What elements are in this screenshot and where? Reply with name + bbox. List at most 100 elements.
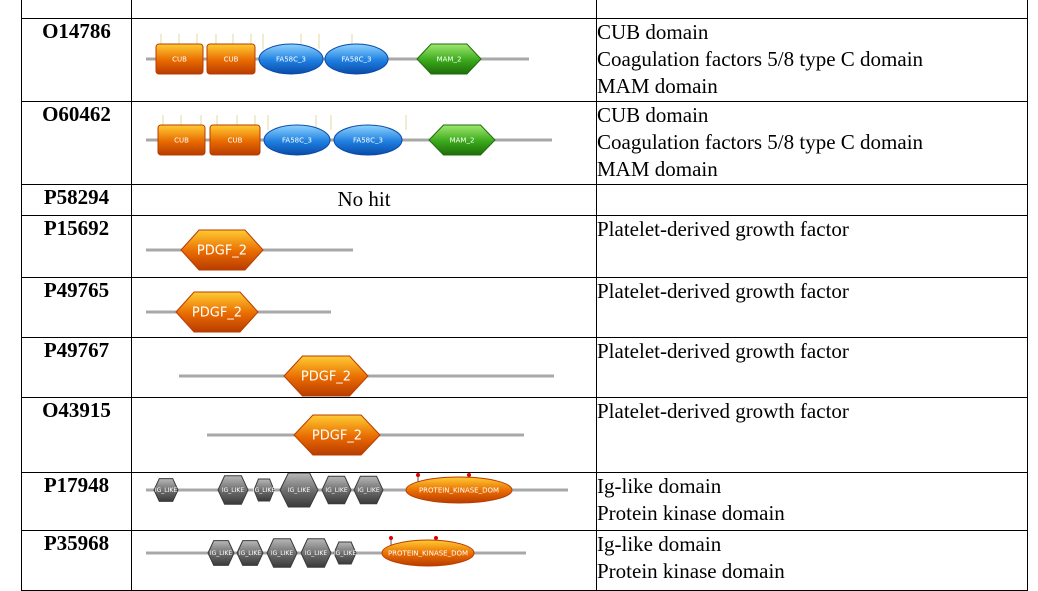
domain-label: IG_LIKE [222,487,244,494]
domain-diagram: PDGF_2 [146,229,353,271]
domain-label: PDGF_2 [192,306,242,321]
description-line: CUB domain [597,20,709,44]
domain-shape: CUB [155,43,204,75]
domain-description [596,184,1028,216]
domain-diagram: PDGF_2 [179,355,554,397]
domain-shape: IG_LIKE [253,478,275,502]
domain-shape: FA58C_3 [263,124,331,156]
domain-shape: PROTEIN_KINASE_DOM [381,539,475,567]
protein-id: P15692 [21,215,132,278]
domain-label: CUB [224,55,239,63]
protein-id: P49765 [21,277,132,338]
domain-shape: PDGF_2 [180,229,264,271]
domain-label: FA58C_3 [353,136,383,144]
domain-shape: IG_LIKE [217,475,249,505]
table-row: P49765 PDGF_2 Platelet-derived growth fact… [21,277,1028,338]
header-stub-cell [21,0,132,19]
domain-label: MAM_2 [450,136,475,144]
no-hit-label: No hit [337,187,391,211]
domain-shape: MAM_2 [416,43,482,75]
description-line: Platelet-derived growth factor [597,279,849,303]
domain-shape: IG_LIKE [333,541,357,565]
domain-shape: CUB [157,124,206,156]
description-line: Coagulation factors 5/8 type C domain [597,130,924,154]
domain-architecture: CUB CUB FA58C_3 FA58C_3 MAM_2 [131,18,597,102]
domain-diagram: CUB CUB FA58C_3 FA58C_3 MAM_2 [146,34,529,75]
domain-diagram: CUB CUB FA58C_3 FA58C_3 MAM_2 [146,115,552,156]
domain-label: IG_LIKE [288,487,310,494]
description-line: Protein kinase domain [597,501,785,525]
description-line: Platelet-derived growth factor [597,399,849,423]
domain-shape: PDGF_2 [293,414,381,456]
protein-id: P17948 [21,472,132,531]
description-line: Platelet-derived growth factor [597,339,849,363]
table-row: O60462 CUB CUB FA58C_3 FA58C_3 MAM_2 CUB domai… [21,101,1028,185]
domain-label: PDGF_2 [301,370,351,385]
domain-label: IG_LIKE [155,487,177,494]
protein-id: O60462 [21,101,132,185]
description-line: Ig-like domain [597,474,722,498]
header-stub-cell [596,0,1028,19]
domain-label: IG_LIKE [210,550,232,557]
protein-id: O14786 [21,18,132,102]
domain-architecture: PDGF_2 [131,397,597,473]
domain-description: Platelet-derived growth factor [596,397,1028,473]
protein-id: P35968 [21,530,132,591]
domain-label: PROTEIN_KINASE_DOM [419,486,499,494]
domain-label: IG_LIKE [357,487,379,494]
table-row: P15692 PDGF_2 Platelet-derived growth fact… [21,215,1028,278]
domain-label: FA58C_3 [276,55,306,63]
table-row: O14786 CUB CUB FA58C_3 FA58C_3 MAM_2 CUB domai… [21,18,1028,102]
domain-label: MAM_2 [437,55,462,63]
domain-architecture: PDGF_2 [131,215,597,278]
description-line: Coagulation factors 5/8 type C domain [597,47,924,71]
domain-shape: CUB [209,124,261,156]
description-line: Platelet-derived growth factor [597,217,849,241]
domain-description: Platelet-derived growth factor [596,277,1028,338]
domain-architecture: No hit [131,184,597,216]
domain-shape: IG_LIKE [321,475,352,505]
domain-shape: IG_LIKE [300,538,332,568]
domain-shape: IG_LIKE [207,540,235,566]
domain-shape: IG_LIKE [353,475,384,505]
domain-label: FA58C_3 [342,55,372,63]
protein-id: P58294 [21,184,132,216]
description-line: Ig-like domain [597,532,722,556]
table-row: P58294 No hit [21,184,1028,216]
header-stub-cell [131,0,597,19]
domain-label: PDGF_2 [197,244,247,259]
description-line: MAM domain [597,157,718,181]
domain-shape: PDGF_2 [175,291,259,333]
domain-label: FA58C_3 [282,136,312,144]
domain-shape: IG_LIKE [266,538,298,568]
description-line: CUB domain [597,103,709,127]
domain-shape: IG_LIKE [236,540,264,566]
protein-id: P49767 [21,337,132,398]
domain-shape: PDGF_2 [283,355,369,397]
protein-id: O43915 [21,397,132,473]
domain-shape: MAM_2 [428,124,496,156]
domain-shape: CUB [206,43,256,75]
domain-architecture: IG_LIKE IG_LIKE IG_LIKE IG_LIKE IG_LIKE IG_LI… [131,472,597,531]
domain-architecture: PDGF_2 [131,337,597,398]
domain-shape: IG_LIKE [153,478,179,502]
domain-diagram: PDGF_2 [146,291,331,333]
domain-label: CUB [228,136,243,144]
domain-architecture: PDGF_2 [131,277,597,338]
table-row: O43915 PDGF_2 Platelet-derived growth fact… [21,397,1028,473]
domain-label: CUB [174,136,189,144]
description-line: MAM domain [597,74,718,98]
domain-shape: FA58C_3 [333,124,403,156]
domain-label: IG_LIKE [253,487,275,494]
domain-description: Platelet-derived growth factor [596,215,1028,278]
description-line: Protein kinase domain [597,559,785,583]
domain-label: IG_LIKE [305,550,327,557]
